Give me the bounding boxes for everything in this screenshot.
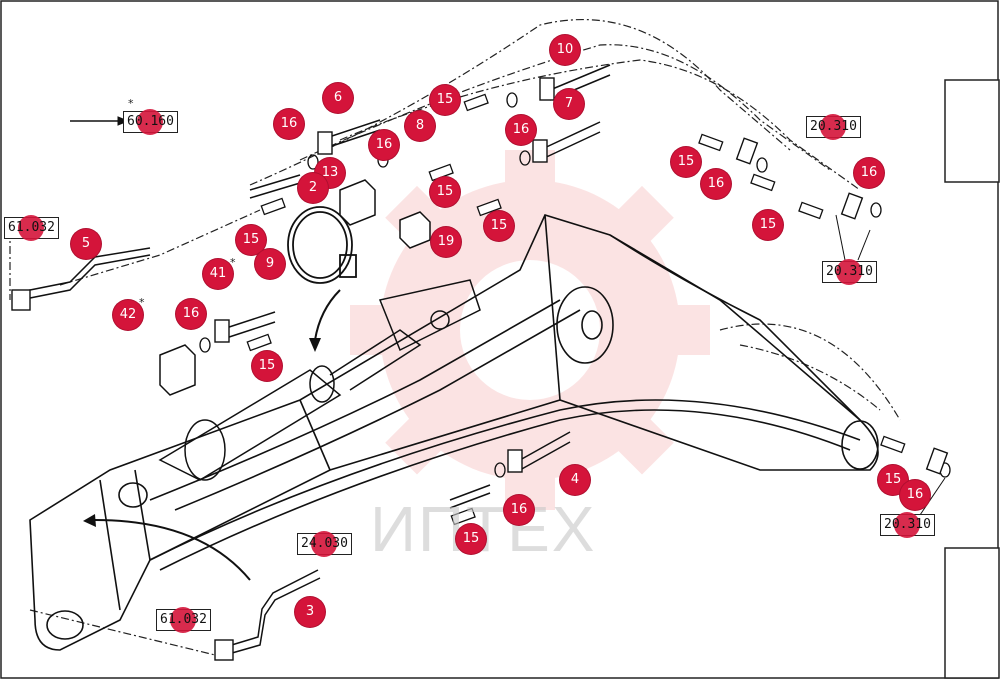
- callout-16[interactable]: 16: [369, 130, 399, 160]
- reference-box[interactable]: 61.032: [4, 215, 59, 241]
- callout-41[interactable]: 41: [203, 259, 233, 289]
- callout-19[interactable]: 19: [431, 227, 461, 257]
- callout-16[interactable]: 16: [701, 169, 731, 199]
- reference-mark: [137, 109, 164, 135]
- hose-clamp: [287, 206, 357, 284]
- valve-blocks: [159, 179, 431, 396]
- callout-15[interactable]: 15: [236, 225, 266, 255]
- reference-box[interactable]: 20.310: [822, 259, 877, 285]
- reference-mark: [311, 531, 338, 557]
- callout-10[interactable]: 10: [550, 35, 580, 65]
- callout-15[interactable]: 15: [753, 210, 783, 240]
- reference-mark: [894, 512, 921, 538]
- reference-box[interactable]: 20.310: [806, 114, 861, 140]
- reference-mark: [836, 259, 863, 285]
- reference-label: 61.032: [160, 612, 207, 627]
- reference-label: 20.310: [826, 264, 873, 279]
- callout-16[interactable]: 16: [854, 158, 884, 188]
- reference-box[interactable]: 20.310: [880, 512, 935, 538]
- reference-label: 20.310: [884, 517, 931, 532]
- callout-6[interactable]: 6: [323, 83, 353, 113]
- callout-3[interactable]: 3: [295, 597, 325, 627]
- callout-16[interactable]: 16: [274, 109, 304, 139]
- callout-15[interactable]: 15: [252, 351, 282, 381]
- reference-label: 20.310: [810, 119, 857, 134]
- watermark-text: ИПТЕХ: [370, 493, 597, 565]
- leader-lines: [835, 214, 946, 516]
- callout-16[interactable]: 16: [900, 480, 930, 510]
- washers: [199, 92, 951, 478]
- callout-16[interactable]: 16: [506, 115, 536, 145]
- reference-label: 24.030: [301, 536, 348, 551]
- callout-16[interactable]: 16: [176, 299, 206, 329]
- callout-15[interactable]: 15: [671, 147, 701, 177]
- callout-42[interactable]: 42: [113, 300, 143, 330]
- callout-15[interactable]: 15: [456, 524, 486, 554]
- reference-mark: [170, 607, 197, 633]
- callout-4[interactable]: 4: [560, 465, 590, 495]
- reference-label: 61.032: [8, 220, 55, 235]
- boom-body: [29, 214, 879, 651]
- callout-15[interactable]: 15: [484, 211, 514, 241]
- curved-arrows: [94, 289, 341, 581]
- callout-2[interactable]: 2: [298, 173, 328, 203]
- hydraulic-cylinder: [158, 279, 481, 481]
- reference-label: 60.160: [127, 114, 174, 129]
- callout-7[interactable]: 7: [554, 89, 584, 119]
- asterisk-mark: *: [230, 256, 236, 269]
- reference-box[interactable]: 61.032: [156, 607, 211, 633]
- callout-15[interactable]: 15: [430, 177, 460, 207]
- hose-routing-lines: [9, 19, 901, 656]
- page-tab-top: [944, 79, 1000, 183]
- reference-box[interactable]: 60.160: [123, 109, 178, 135]
- reference-mark: [820, 114, 847, 140]
- pipe-fittings: [11, 77, 949, 661]
- asterisk-mark: *: [139, 296, 145, 309]
- callout-16[interactable]: 16: [504, 495, 534, 525]
- reference-box[interactable]: 24.030: [297, 531, 352, 557]
- asterisk-mark: *: [128, 97, 134, 110]
- callout-15[interactable]: 15: [430, 85, 460, 115]
- callout-8[interactable]: 8: [405, 111, 435, 141]
- bolts: [246, 93, 906, 526]
- callout-5[interactable]: 5: [71, 229, 101, 259]
- reference-mark: [18, 215, 45, 241]
- callout-9[interactable]: 9: [255, 249, 285, 279]
- pointer-arrow: [70, 116, 130, 126]
- hose-pipes: [19, 64, 611, 656]
- page-tab-bottom: [944, 547, 1000, 679]
